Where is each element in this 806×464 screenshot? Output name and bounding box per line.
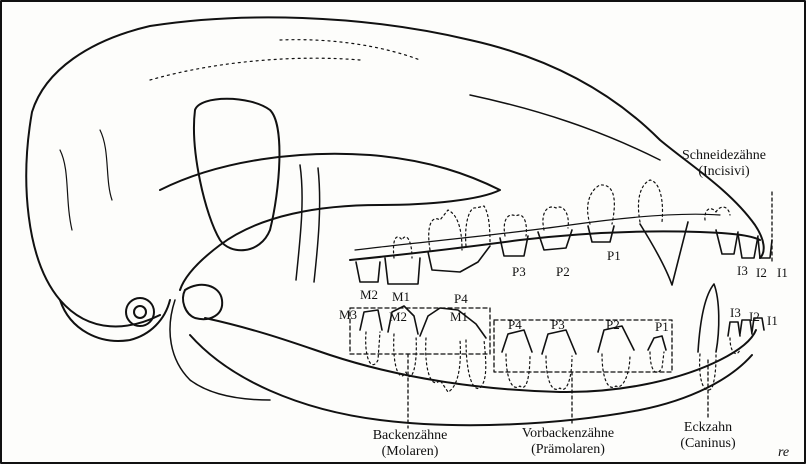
upper-tooth-label-i3: I3: [737, 264, 748, 277]
condyle: [183, 285, 222, 319]
incisors-latin: (Incisivi): [682, 164, 766, 180]
upper-tooth-label-m2: M2: [360, 288, 378, 301]
canine-title: Eckzahn: [680, 420, 735, 436]
cranial-texture: [60, 130, 112, 230]
lower-tooth-label-m3: M3: [339, 308, 357, 321]
ear-canal-inner: [134, 306, 146, 318]
premolars-title: Vorbackenzähne: [522, 426, 614, 442]
credit-mark: re: [778, 446, 789, 460]
ear-canal: [126, 298, 154, 326]
upper-jaw-line: [350, 231, 760, 260]
brow-line: [150, 40, 420, 80]
cranium-outline: [26, 17, 763, 326]
incisors-title: Schneidezähne: [682, 148, 766, 164]
lower-tooth-roots: [366, 332, 740, 392]
lower-tooth-label-m1: M1: [450, 310, 468, 323]
canine-latin: (Caninus): [680, 436, 735, 452]
upper-tooth-label-m1: M1: [392, 290, 410, 303]
upper-tooth-roots: [393, 180, 730, 258]
premolars-caption: Vorbackenzähne (Prämolaren): [522, 426, 614, 458]
lower-tooth-label-p2: P2: [606, 318, 620, 331]
upper-tooth-label-i1: I1: [777, 266, 788, 279]
incisors-caption: Schneidezähne (Incisivi): [682, 148, 766, 180]
zygomatic-inner: [296, 165, 320, 282]
molars-box: [350, 308, 490, 354]
molars-caption: Backenzähne (Molaren): [373, 428, 448, 460]
nasal-line: [470, 95, 660, 160]
lower-tooth-label-p1: P1: [655, 320, 669, 333]
molars-latin: (Molaren): [373, 444, 448, 460]
orbit-outline: [194, 99, 279, 250]
lower-tooth-label-p3: P3: [551, 318, 565, 331]
premolars-latin: (Prämolaren): [522, 442, 614, 458]
upper-tooth-label-p4: P4: [454, 292, 468, 305]
lower-tooth-label-i2: I2: [749, 310, 760, 323]
canine-caption: Eckzahn (Caninus): [680, 420, 735, 452]
lower-tooth-label-p4: P4: [508, 318, 522, 331]
upper-tooth-label-p1: P1: [607, 249, 621, 262]
lower-tooth-label-i3: I3: [730, 306, 741, 319]
upper-tooth-label-p2: P2: [556, 265, 570, 278]
lower-tooth-label-i1: I1: [767, 314, 778, 327]
lower-tooth-label-m2: M2: [389, 310, 407, 323]
molars-title: Backenzähne: [373, 428, 448, 444]
upper-tooth-label-p3: P3: [512, 265, 526, 278]
mandible-ramus: [170, 300, 270, 400]
upper-tooth-label-i2: I2: [756, 266, 767, 279]
